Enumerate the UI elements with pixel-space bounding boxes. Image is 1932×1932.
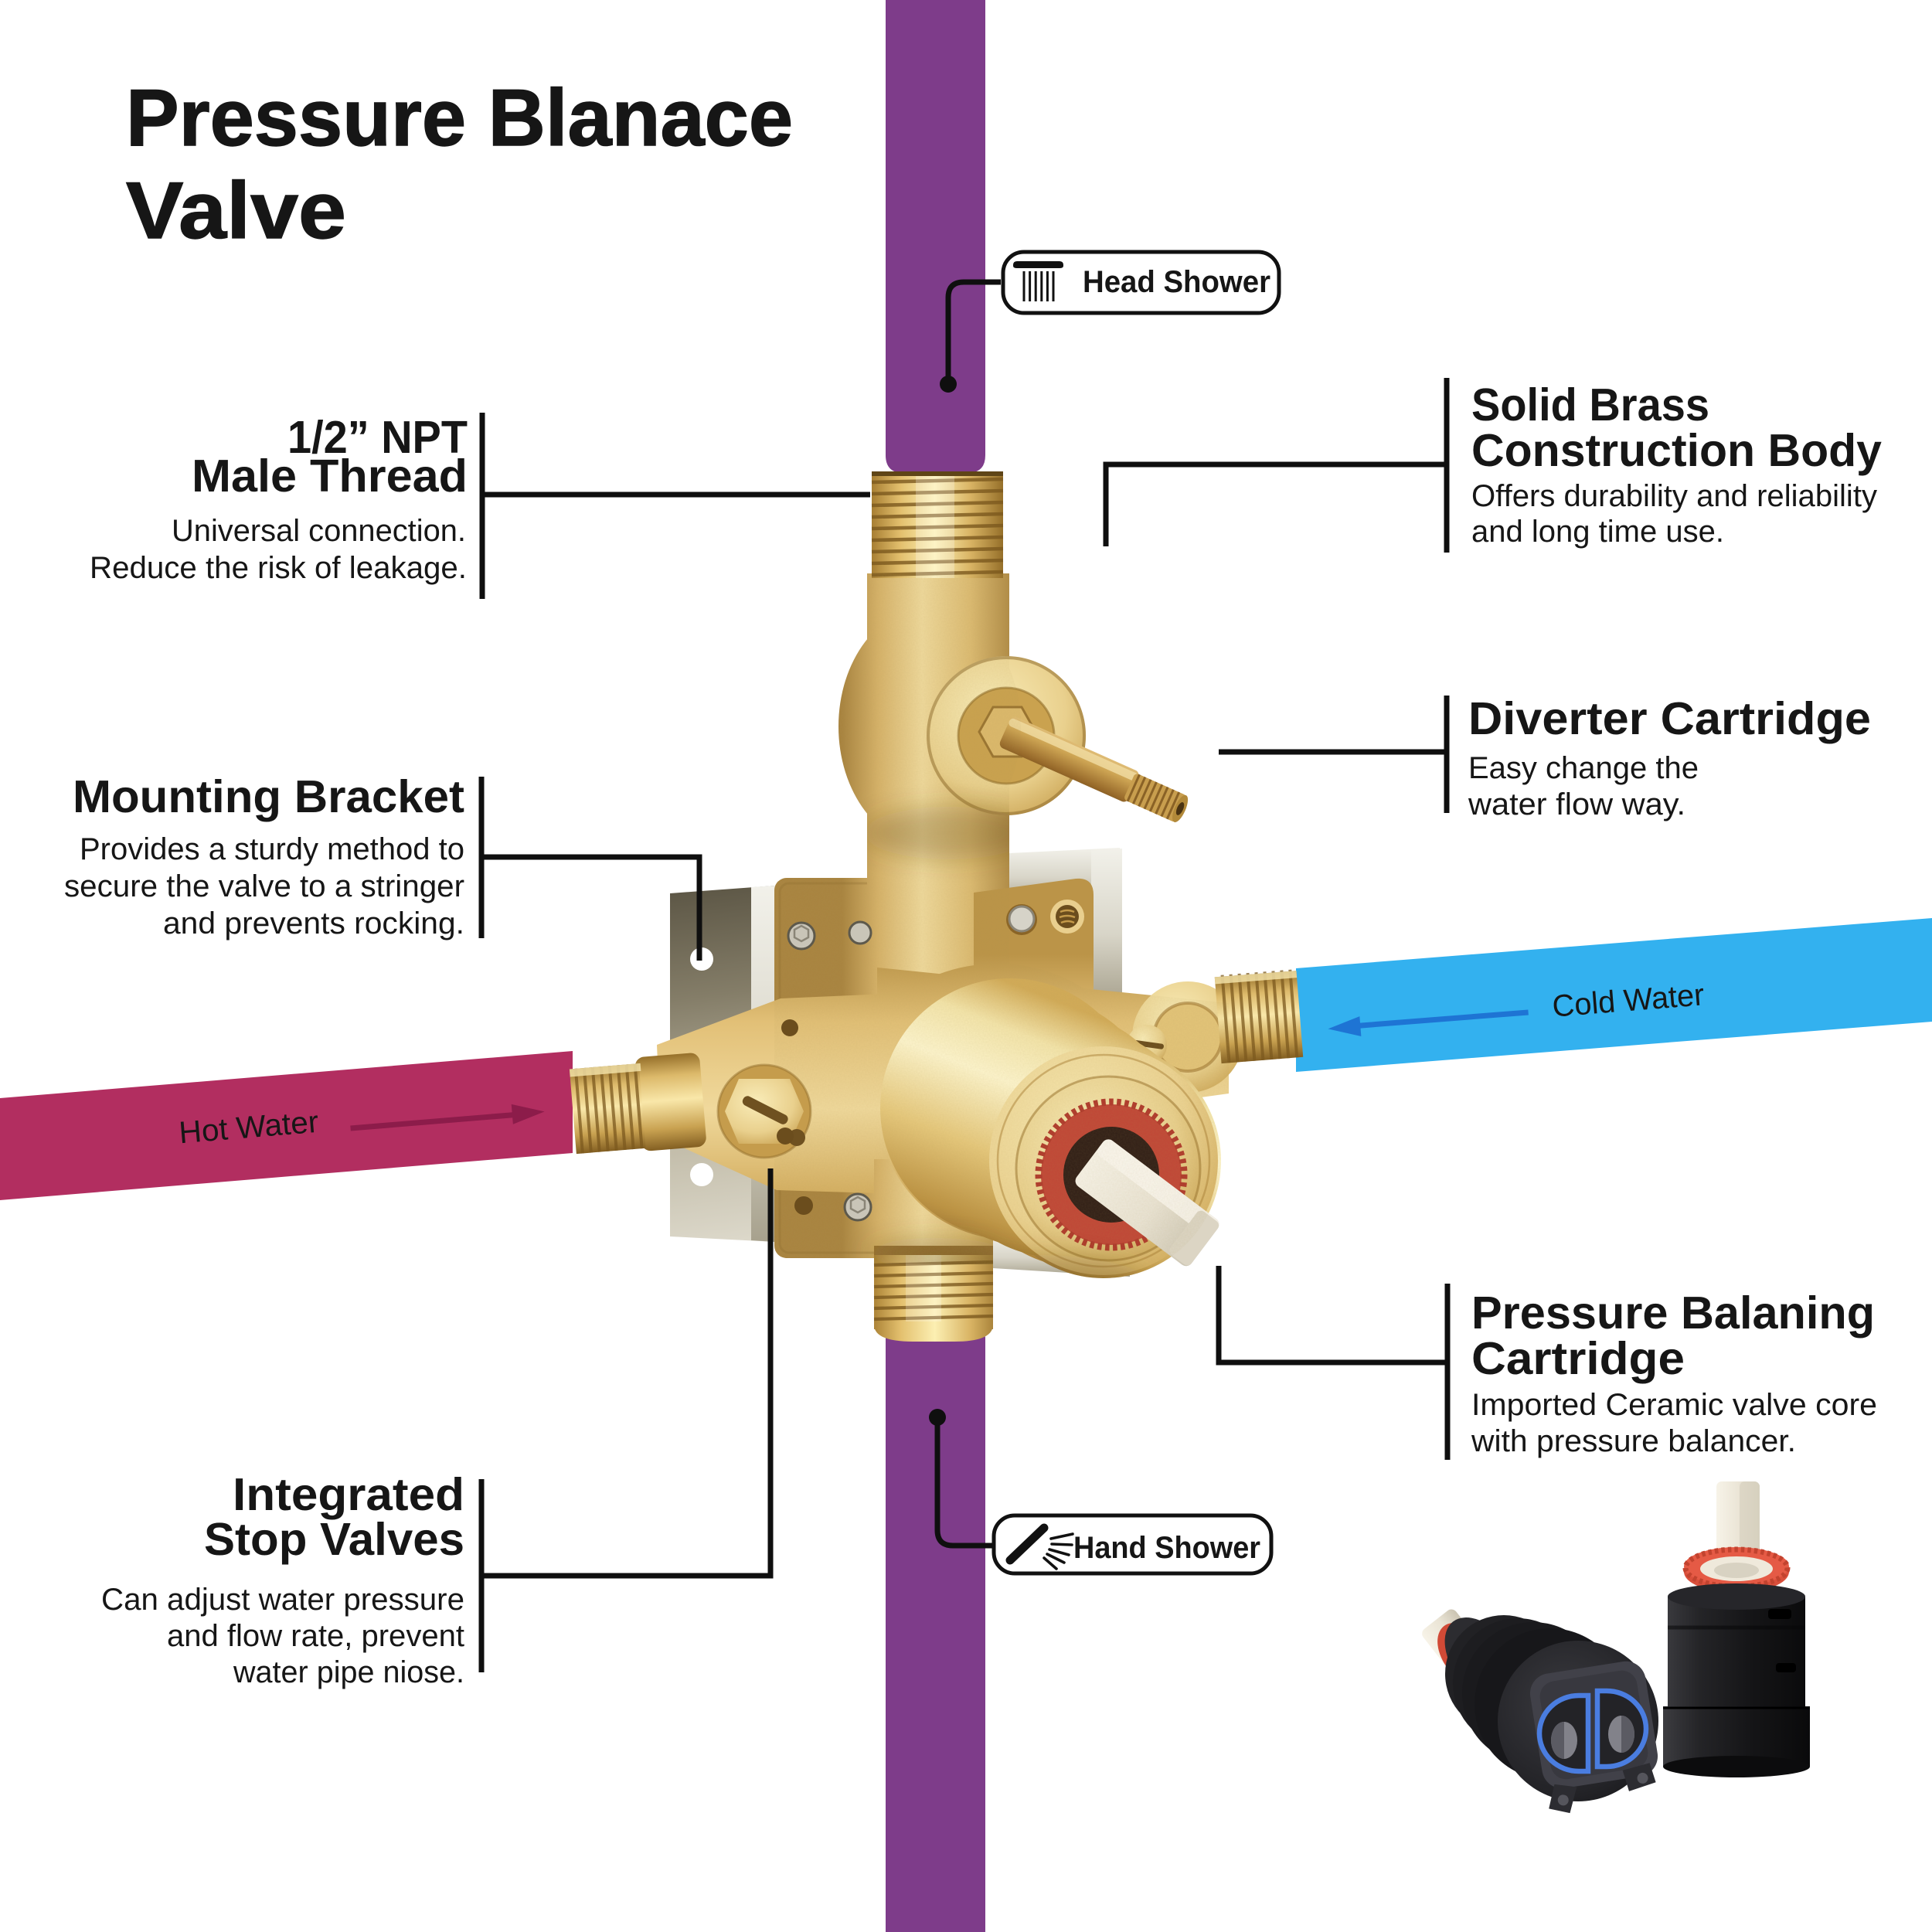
svg-text:Provides a sturdy method to: Provides a sturdy method to — [80, 832, 464, 866]
svg-text:Offers durability and reliabil: Offers durability and reliability — [1471, 479, 1877, 513]
svg-text:water pipe niose.: water pipe niose. — [233, 1655, 464, 1689]
svg-text:Pressure Blanace: Pressure Blanace — [126, 73, 793, 163]
svg-text:Diverter Cartridge: Diverter Cartridge — [1468, 693, 1871, 744]
svg-text:Head Shower: Head Shower — [1083, 265, 1270, 299]
svg-text:and flow rate, prevent: and flow rate, prevent — [167, 1619, 464, 1653]
svg-text:with pressure balancer.: with pressure balancer. — [1471, 1424, 1796, 1458]
svg-text:Integrated: Integrated — [233, 1469, 464, 1520]
svg-text:Can adjust water pressure: Can adjust water pressure — [101, 1583, 464, 1617]
svg-text:Solid Brass: Solid Brass — [1471, 379, 1709, 430]
svg-text:Universal connection.: Universal connection. — [172, 514, 466, 548]
svg-text:Cartridge: Cartridge — [1471, 1333, 1685, 1384]
svg-text:Easy change the: Easy change the — [1468, 751, 1699, 785]
svg-text:Stop Valves: Stop Valves — [204, 1514, 464, 1565]
svg-text:Construction Body: Construction Body — [1471, 425, 1882, 476]
svg-text:Mounting Bracket: Mounting Bracket — [73, 771, 464, 822]
svg-text:Male Thread: Male Thread — [192, 451, 468, 502]
svg-text:water flow way.: water flow way. — [1468, 787, 1685, 821]
svg-text:secure the valve to a stringer: secure the valve to a stringer — [64, 869, 464, 903]
svg-text:Reduce the risk of leakage.: Reduce the risk of leakage. — [90, 551, 467, 585]
svg-text:1/2” NPT: 1/2” NPT — [287, 412, 468, 463]
svg-text:and prevents rocking.: and prevents rocking. — [163, 906, 464, 940]
svg-text:Pressure Balaning: Pressure Balaning — [1471, 1287, 1875, 1338]
svg-text:Imported Ceramic valve core: Imported Ceramic valve core — [1471, 1388, 1877, 1422]
svg-text:and long time use.: and long time use. — [1471, 515, 1724, 549]
svg-text:Valve: Valve — [126, 166, 346, 256]
svg-text:Hand Shower: Hand Shower — [1073, 1531, 1260, 1565]
